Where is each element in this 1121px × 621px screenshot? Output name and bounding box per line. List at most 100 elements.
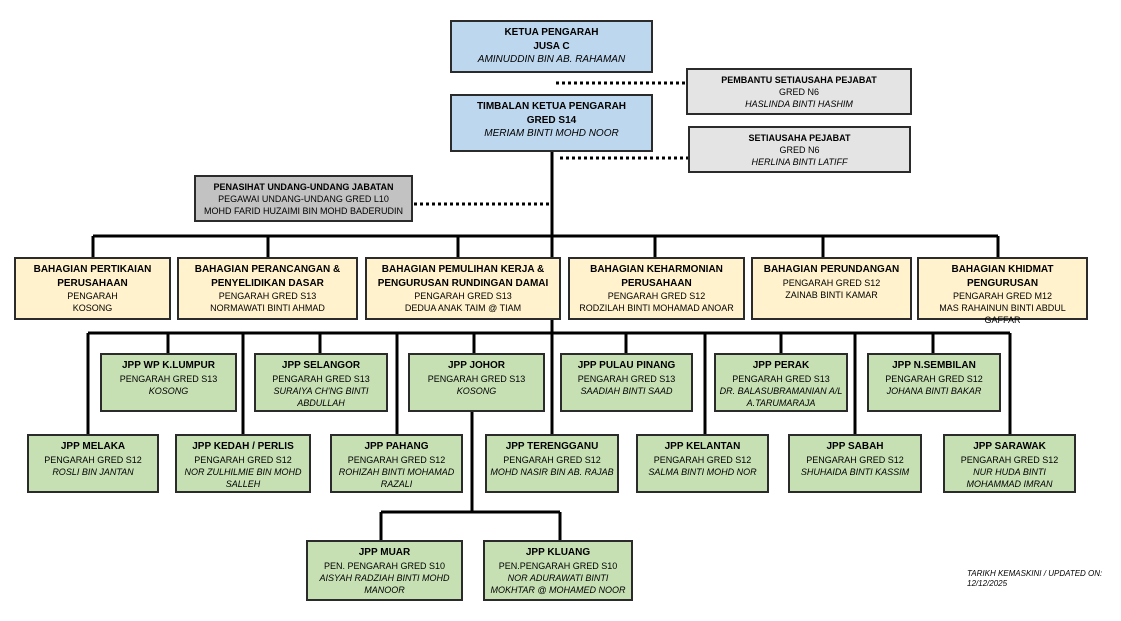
division-title-line1: BAHAGIAN PERUNDANGAN (763, 264, 900, 275)
division-title-line1: BAHAGIAN PERTIKAIAN (33, 264, 152, 275)
legal-advisor-name: MOHD FARID HUZAIMI BIN MOHD BADERUDIN (203, 206, 403, 217)
branch-office-title: JPP KLUANG (525, 547, 591, 558)
director-general-grade: JUSA C (533, 40, 570, 52)
division-box: BAHAGIAN PEMULIHAN KERJA & PENGURUSAN RU… (365, 257, 561, 320)
state-office-grade: PENGARAH GRED S12 (806, 454, 904, 465)
director-general-name: AMINUDDIN BIN AB. RAHAMAN (477, 54, 626, 65)
state-office-head-name: JOHANA BINTI BAKAR (886, 385, 982, 396)
state-office-grade: PENGARAH GRED S13 (577, 373, 676, 384)
state-office-grade: PENGARAH GRED S13 (272, 373, 370, 384)
division-grade: PENGARAH GRED S12 (782, 277, 881, 288)
branch-office-box: JPP MUAR PEN. PENGARAH GRED S10 AISYAH R… (306, 540, 463, 601)
division-box: BAHAGIAN PERTIKAIAN PERUSAHAAN PENGARAH … (14, 257, 171, 320)
state-office-grade: PENGARAH GRED S12 (44, 454, 142, 465)
state-office-grade: PENGARAH GRED S13 (119, 373, 218, 384)
state-office-box: JPP TERENGGANU PENGARAH GRED S12 MOHD NA… (485, 434, 619, 493)
state-office-head-name: NUR HUDA BINTI (973, 466, 1046, 477)
updated-date-note: TARIKH KEMASKINI / UPDATED ON: 12/12/202… (967, 569, 1117, 590)
branch-office-head-name-line2: MANOOR (364, 584, 405, 595)
division-grade: PENGARAH GRED S13 (414, 291, 512, 301)
office-secretary-title: SETIAUSAHA PEJABAT (748, 133, 851, 143)
deputy-director-general-name: MERIAM BINTI MOHD NOOR (484, 128, 619, 139)
division-head-name: NORMAWATI BINTI AHMAD (210, 303, 325, 314)
state-office-box: JPP PULAU PINANG PENGARAH GRED S13 SAADI… (560, 353, 693, 412)
state-office-head-name-line2: MOHAMMAD IMRAN (966, 478, 1053, 489)
state-office-title: JPP KEDAH / PERLIS (192, 441, 294, 452)
assistant-secretary-name: HASLINDA BINTI HASHIM (745, 99, 853, 110)
branch-office-box: JPP KLUANG PEN.PENGARAH GRED S10 NOR ADU… (483, 540, 633, 601)
director-general-title: KETUA PENGARAH (504, 27, 599, 38)
office-secretary-name: HERLINA BINTI LATIFF (751, 157, 848, 168)
division-head-name: DEDUA ANAK TAIM @ TIAM (404, 303, 522, 314)
state-office-box: JPP SELANGOR PENGARAH GRED S13 SURAIYA C… (254, 353, 388, 412)
branch-office-head-name-line2: MOKHTAR @ MOHAMED NOOR (490, 584, 626, 595)
division-box: BAHAGIAN KEHARMONIAN PERUSAHAAN PENGARAH… (568, 257, 745, 320)
division-head-name: ZAINAB BINTI KAMAR (785, 289, 878, 300)
division-title-line2: PENGURUSAN (966, 277, 1039, 289)
office-secretary-grade: GRED N6 (779, 145, 820, 156)
state-office-head-name: MOHD NASIR BIN AB. RAJAB (490, 466, 614, 477)
state-office-title: JPP SELANGOR (281, 360, 361, 371)
director-general-box: KETUA PENGARAH JUSA C AMINUDDIN BIN AB. … (450, 20, 653, 73)
state-office-box: JPP KELANTAN PENGARAH GRED S12 SALMA BIN… (636, 434, 769, 493)
state-office-head-name: SURAIYA CH'NG BINTI (273, 385, 369, 396)
state-office-head-name: NOR ZULHILMIE BIN MOHD (184, 466, 302, 477)
deputy-director-general-box: TIMBALAN KETUA PENGARAH GRED S14 MERIAM … (450, 94, 653, 152)
state-office-grade: PENGARAH GRED S12 (194, 454, 292, 465)
division-grade: PENGARAH GRED S12 (607, 291, 706, 301)
state-office-title: JPP SABAH (826, 441, 884, 452)
state-office-head-name-line2: RAZALI (380, 478, 413, 489)
state-office-grade: PENGARAH GRED S13 (732, 373, 830, 384)
state-office-title: JPP TERENGGANU (505, 441, 599, 452)
division-title-line2: PENGURUSAN RUNDINGAN DAMAI (377, 277, 549, 289)
division-title-line1: BAHAGIAN PEMULIHAN KERJA & (381, 264, 545, 275)
legal-advisor-box: PENASIHAT UNDANG-UNDANG JABATAN PEGAWAI … (194, 175, 413, 222)
branch-office-grade: PEN.PENGARAH GRED S10 (498, 560, 618, 571)
state-office-head-name-line2: A.TARUMARAJA (746, 397, 816, 408)
state-office-head-name: KOSONG (148, 385, 189, 396)
assistant-secretary-title: PEMBANTU SETIAUSAHA PEJABAT (721, 75, 877, 85)
state-office-head-name: SHUHAIDA BINTI KASSIM (800, 466, 910, 477)
division-grade: PENGARAH GRED M12 (952, 291, 1053, 301)
state-office-box: JPP KEDAH / PERLIS PENGARAH GRED S12 NOR… (175, 434, 311, 493)
state-office-box: JPP SARAWAK PENGARAH GRED S12 NUR HUDA B… (943, 434, 1076, 493)
deputy-director-general-title: TIMBALAN KETUA PENGARAH (476, 101, 627, 112)
office-secretary-box: SETIAUSAHA PEJABAT GRED N6 HERLINA BINTI… (688, 126, 911, 173)
division-box: BAHAGIAN PERANCANGAN & PENYELIDIKAN DASA… (177, 257, 358, 320)
state-office-head-name: SALMA BINTI MOHD NOR (648, 466, 757, 477)
division-grade: PENGARAH GRED S13 (218, 291, 317, 301)
division-head-name: MAS RAHAINUN BINTI ABDUL GAFFAR (939, 303, 1066, 326)
division-grade: PENGARAH (67, 291, 118, 301)
division-title-line2: PENYELIDIKAN DASAR (211, 277, 324, 289)
branch-office-head-name: AISYAH RADZIAH BINTI MOHD (319, 572, 450, 583)
assistant-secretary-grade: GRED N6 (778, 87, 819, 98)
state-office-box: JPP WP K.LUMPUR PENGARAH GRED S13 KOSONG (100, 353, 237, 412)
state-office-box: JPP N.SEMBILAN PENGARAH GRED S12 JOHANA … (867, 353, 1001, 412)
state-office-title: JPP PAHANG (364, 441, 429, 452)
legal-advisor-title: PENASIHAT UNDANG-UNDANG JABATAN (213, 182, 394, 192)
state-office-grade: PENGARAH GRED S12 (960, 454, 1059, 465)
deputy-director-general-grade: GRED S14 (526, 114, 577, 126)
legal-advisor-grade: PEGAWAI UNDANG-UNDANG GRED L10 (218, 194, 389, 205)
state-office-box: JPP PERAK PENGARAH GRED S13 DR. BALASUBR… (714, 353, 848, 412)
division-box: BAHAGIAN KHIDMAT PENGURUSAN PENGARAH GRE… (917, 257, 1088, 325)
state-office-title: JPP KELANTAN (664, 441, 741, 452)
division-box: BAHAGIAN PERUNDANGAN PENGARAH GRED S12 Z… (751, 257, 912, 320)
state-office-head-name: DR. BALASUBRAMANIAN A/L (719, 385, 843, 396)
branch-office-head-name: NOR ADURAWATI BINTI (507, 572, 609, 583)
division-head-name: RODZILAH BINTI MOHAMAD ANOAR (579, 303, 734, 314)
updated-label: TARIKH KEMASKINI / UPDATED ON: (967, 569, 1103, 578)
assistant-secretary-box: PEMBANTU SETIAUSAHA PEJABAT GRED N6 HASL… (686, 68, 912, 115)
state-office-title: JPP JOHOR (447, 360, 506, 371)
state-office-grade: PENGARAH GRED S12 (347, 454, 446, 465)
division-title-line1: BAHAGIAN KEHARMONIAN (590, 264, 723, 275)
division-title-line2: PERUSAHAAN (57, 277, 128, 289)
state-office-grade: PENGARAH GRED S13 (427, 373, 526, 384)
state-office-box: JPP JOHOR PENGARAH GRED S13 KOSONG (408, 353, 545, 412)
state-office-title: JPP N.SEMBILAN (892, 360, 976, 371)
state-office-title: JPP PULAU PINANG (577, 360, 676, 371)
division-title-line2: PERUSAHAAN (621, 277, 692, 289)
state-office-title: JPP WP K.LUMPUR (122, 360, 215, 371)
state-office-head-name-line2: SALLEH (225, 478, 261, 489)
